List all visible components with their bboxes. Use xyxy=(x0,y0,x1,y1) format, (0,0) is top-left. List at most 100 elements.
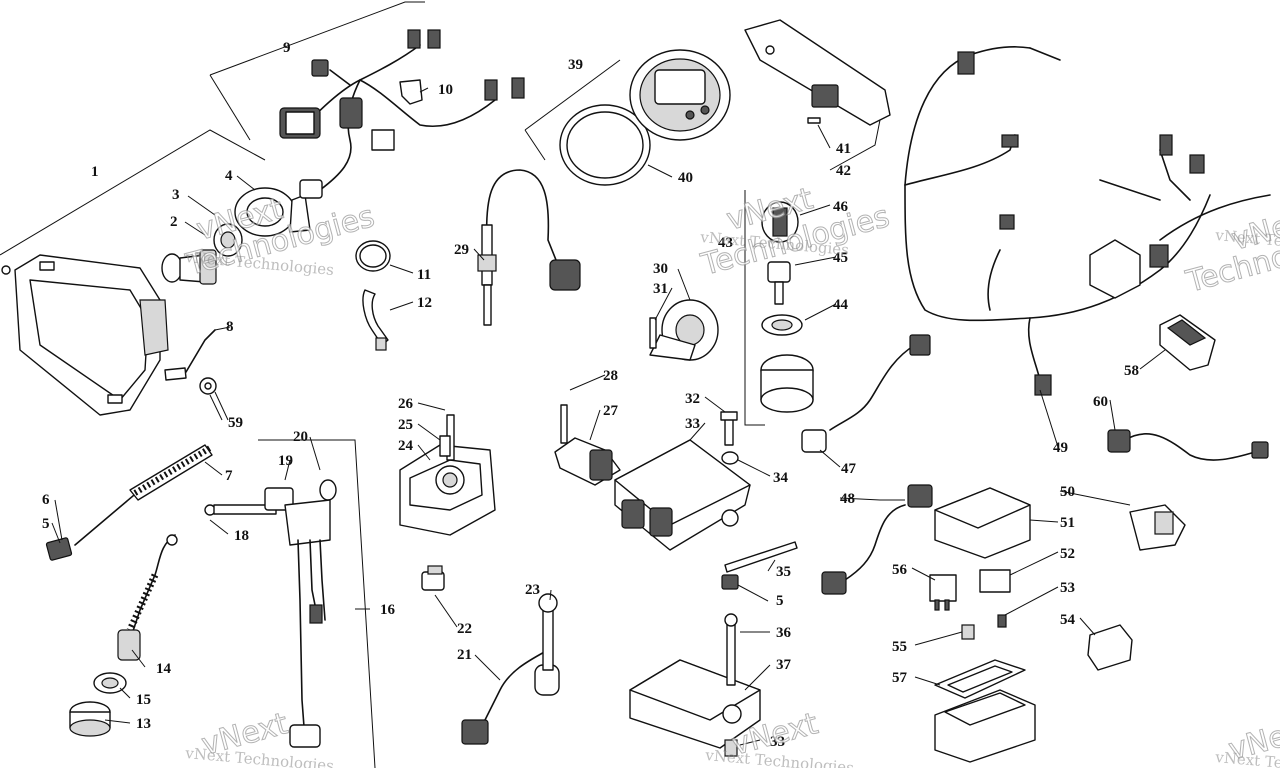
bolt-32 xyxy=(720,411,738,446)
bulb-socket xyxy=(213,223,243,257)
callout-14: 14 xyxy=(156,661,172,677)
nut-44 xyxy=(761,314,803,336)
tilt-sensor xyxy=(554,404,621,486)
callout-7: 7 xyxy=(225,468,233,484)
harness-47 xyxy=(801,334,931,453)
callout-54: 54 xyxy=(1060,612,1076,628)
callout-16: 16 xyxy=(380,602,396,618)
callout-15: 15 xyxy=(136,692,151,708)
callout-60: 60 xyxy=(1093,394,1108,410)
main-harness xyxy=(904,46,1271,396)
callout-36: 36 xyxy=(776,625,792,641)
sensor-plug xyxy=(69,701,111,737)
gauge-cluster xyxy=(559,49,731,186)
relay-56 xyxy=(929,574,957,611)
wire-band xyxy=(355,240,391,272)
key xyxy=(767,261,791,305)
fuse-55 xyxy=(961,624,975,640)
callout-23: 23 xyxy=(525,582,540,598)
callout-11: 11 xyxy=(417,267,431,283)
leader-lines xyxy=(51,87,1166,746)
ground-cable xyxy=(117,534,178,661)
callout-31: 31 xyxy=(653,281,668,297)
rocker-switch xyxy=(1159,314,1216,371)
watermark-line-6: vNext Technologies xyxy=(1214,748,1280,768)
callout-1: 1 xyxy=(91,164,99,180)
wire-clip xyxy=(362,289,389,351)
connector-54 xyxy=(1087,624,1133,671)
callout-57: 57 xyxy=(892,670,908,686)
callout-8: 8 xyxy=(226,319,234,335)
callout-40: 40 xyxy=(678,170,693,186)
fuse-53 xyxy=(997,614,1007,628)
adjuster-screw xyxy=(164,329,217,395)
callout-21: 21 xyxy=(457,647,472,663)
clip-5b xyxy=(721,574,739,590)
callout-53: 53 xyxy=(1060,580,1075,596)
callout-labels: 1 2 3 4 5 5 6 7 8 9 10 11 12 13 14 15 16… xyxy=(42,40,1139,750)
connector-50 xyxy=(1129,504,1186,551)
callout-12: 12 xyxy=(417,295,432,311)
callout-24: 24 xyxy=(398,438,414,454)
callout-30: 30 xyxy=(653,261,668,277)
control-module xyxy=(629,613,761,757)
callout-29: 29 xyxy=(454,242,469,258)
callout-18: 18 xyxy=(234,528,249,544)
callout-33b: 33 xyxy=(770,734,785,750)
speed-sensor xyxy=(284,499,331,748)
callout-39: 39 xyxy=(568,57,583,73)
harness-60 xyxy=(1107,429,1269,461)
callout-58: 58 xyxy=(1124,363,1139,379)
callout-46: 46 xyxy=(833,199,849,215)
harness-48 xyxy=(821,484,933,595)
callout-3: 3 xyxy=(172,187,180,203)
callout-49: 49 xyxy=(1053,440,1068,456)
connector-clip xyxy=(399,79,423,105)
horn xyxy=(649,299,719,361)
callout-10: 10 xyxy=(438,82,453,98)
callout-4: 4 xyxy=(225,168,233,184)
gasket-57 xyxy=(934,659,1026,699)
callout-13: 13 xyxy=(136,716,151,732)
strap-35 xyxy=(724,541,798,573)
temp-sensor xyxy=(477,169,581,326)
screw-41 xyxy=(807,117,821,124)
callout-34: 34 xyxy=(773,470,789,486)
callout-48: 48 xyxy=(840,491,855,507)
ignition-panel xyxy=(744,19,891,126)
callout-22: 22 xyxy=(457,621,472,637)
callout-20: 20 xyxy=(293,429,308,445)
callout-33a: 33 xyxy=(685,416,700,432)
relay-52 xyxy=(979,569,1011,593)
callout-5a: 5 xyxy=(42,516,50,532)
callout-43: 43 xyxy=(718,235,733,251)
pressure-switch xyxy=(421,565,445,591)
callout-26: 26 xyxy=(398,396,414,412)
headlight-cover xyxy=(234,187,311,237)
callout-2: 2 xyxy=(170,214,178,230)
headlight-assembly xyxy=(1,254,169,416)
sensor-21 xyxy=(461,593,560,745)
ignition-switch xyxy=(760,354,814,413)
callout-6: 6 xyxy=(42,492,50,508)
fuse-block xyxy=(934,689,1036,763)
ecu xyxy=(614,439,751,551)
callout-5b: 5 xyxy=(776,593,784,609)
callout-47: 47 xyxy=(841,461,857,477)
headlight-harness xyxy=(279,29,525,199)
callout-52: 52 xyxy=(1060,546,1075,562)
callout-41: 41 xyxy=(836,141,851,157)
callout-45: 45 xyxy=(833,250,848,266)
callout-44: 44 xyxy=(833,297,849,313)
callout-35: 35 xyxy=(776,564,791,580)
callout-50: 50 xyxy=(1060,484,1075,500)
cable-clip xyxy=(45,537,73,561)
washer-20 xyxy=(319,479,337,501)
callout-59: 59 xyxy=(228,415,243,431)
callout-28: 28 xyxy=(603,368,618,384)
callout-51: 51 xyxy=(1060,515,1075,531)
callout-56: 56 xyxy=(892,562,908,578)
callout-32: 32 xyxy=(685,391,700,407)
throttle-actuator xyxy=(399,414,496,536)
